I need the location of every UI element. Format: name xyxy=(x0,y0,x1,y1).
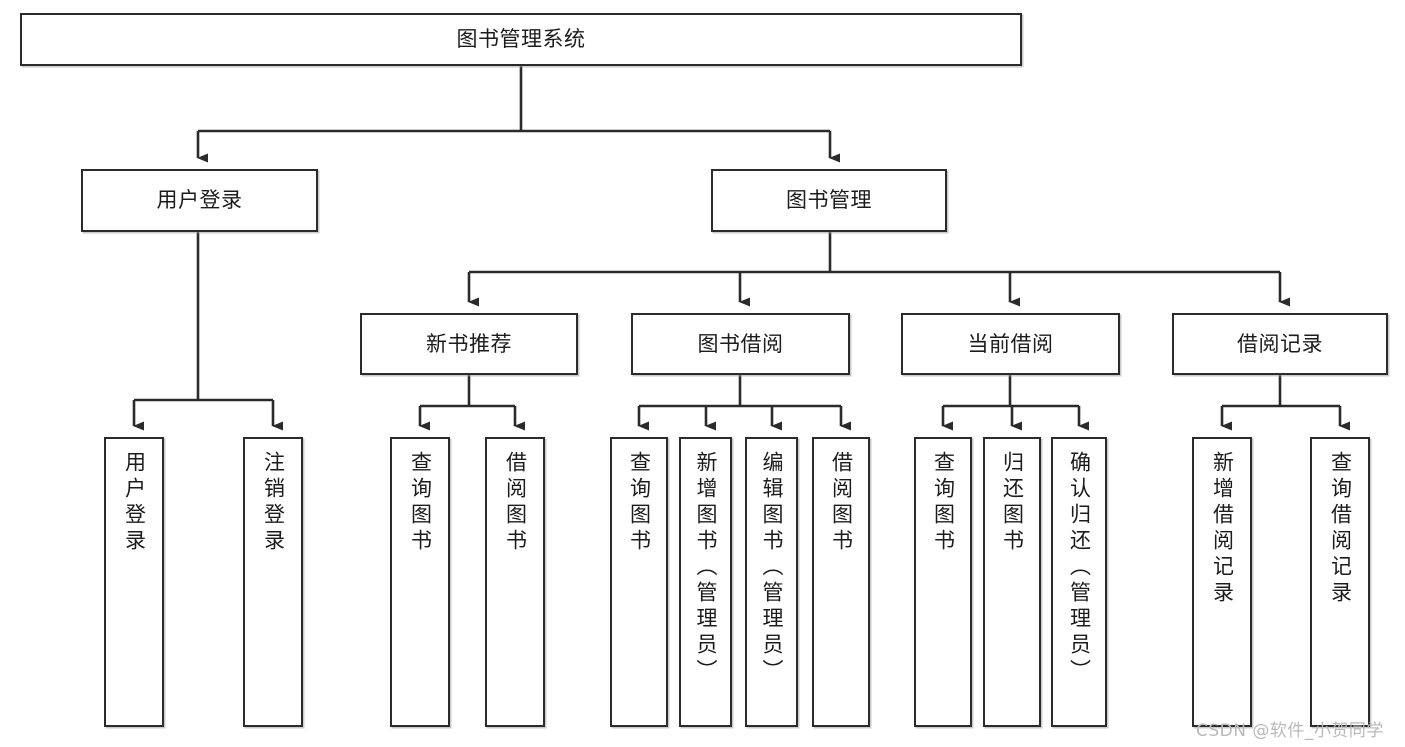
connector-group-book-mgmt xyxy=(467,232,1290,307)
node-book-management-label: 图书管理 xyxy=(786,188,872,213)
node-book-borrow-label: 图书借阅 xyxy=(697,331,784,356)
leaf-node[interactable]: 归还图书 xyxy=(983,437,1041,727)
node-borrow-record[interactable]: 借阅记录 xyxy=(1172,313,1388,375)
leaf-node-label: 归还图书 xyxy=(1000,451,1025,555)
leaf-node[interactable]: 编辑图书（管理员） xyxy=(745,437,798,727)
node-user-login-label: 用户登录 xyxy=(156,188,243,213)
leaf-node[interactable]: 查询图书 xyxy=(914,437,972,727)
node-root-system[interactable]: 图书管理系统 xyxy=(20,13,1022,66)
node-root-label: 图书管理系统 xyxy=(456,27,586,52)
connector-group-user-login xyxy=(132,232,283,431)
node-borrow-record-label: 借阅记录 xyxy=(1237,331,1323,356)
leaf-node-label: 查询借阅记录 xyxy=(1328,451,1353,607)
connector-group-current-borrow xyxy=(941,375,1089,431)
node-user-login[interactable]: 用户登录 xyxy=(81,169,318,232)
node-new-book-recommend[interactable]: 新书推荐 xyxy=(360,313,578,375)
leaf-node-label: 注销登录 xyxy=(261,451,286,555)
leaf-node[interactable]: 新增借阅记录 xyxy=(1192,437,1252,727)
leaf-node-label: 查询图书 xyxy=(931,451,956,555)
leaf-node[interactable]: 新增图书（管理员） xyxy=(679,437,732,727)
csdn-watermark: CSDN @软件_小贺同学 xyxy=(1196,721,1384,741)
leaf-node[interactable]: 借阅图书 xyxy=(485,437,545,727)
leaf-node-label: 查询图书 xyxy=(627,451,652,555)
leaf-node-label: 借阅图书 xyxy=(503,451,528,555)
connector-group-borrow-record xyxy=(1220,375,1350,431)
leaf-node-label: 查询图书 xyxy=(408,451,433,555)
leaf-node[interactable]: 查询图书 xyxy=(610,437,668,727)
node-current-borrow[interactable]: 当前借阅 xyxy=(901,313,1120,375)
leaf-node[interactable]: 借阅图书 xyxy=(812,437,870,727)
connector-group-root xyxy=(196,66,840,163)
node-new-book-recommend-label: 新书推荐 xyxy=(426,331,512,356)
leaf-node-label: 新增借阅记录 xyxy=(1210,451,1235,607)
leaf-node[interactable]: 查询借阅记录 xyxy=(1310,437,1370,727)
connector-group-borrow xyxy=(637,375,851,431)
leaf-node[interactable]: 查询图书 xyxy=(390,437,450,727)
leaf-node[interactable]: 确认归还（管理员） xyxy=(1051,437,1107,727)
leaf-node-label: 借阅图书 xyxy=(829,451,854,555)
node-current-borrow-label: 当前借阅 xyxy=(967,331,1054,356)
leaf-node[interactable]: 注销登录 xyxy=(243,437,303,727)
leaf-node-label: 确认归还（管理员） xyxy=(1067,451,1092,685)
leaf-node-label: 新增图书（管理员） xyxy=(694,451,718,685)
leaf-node-label: 用户登录 xyxy=(122,451,147,555)
node-book-borrow[interactable]: 图书借阅 xyxy=(631,313,850,375)
node-book-management[interactable]: 图书管理 xyxy=(711,169,947,232)
leaf-node[interactable]: 用户登录 xyxy=(104,437,164,727)
leaf-node-label: 编辑图书（管理员） xyxy=(760,451,784,685)
connector-group-new-book xyxy=(418,375,525,431)
